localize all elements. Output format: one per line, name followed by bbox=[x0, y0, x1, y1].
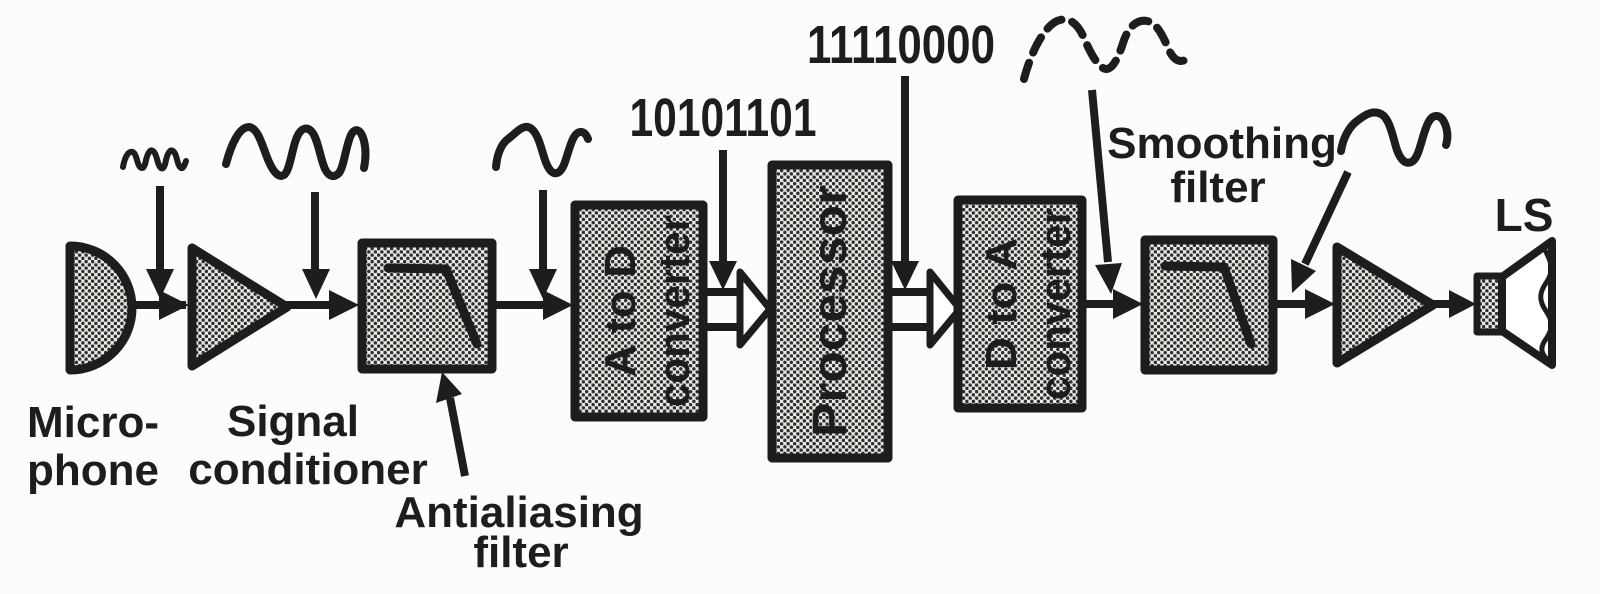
lowpass-curve-icon bbox=[383, 263, 482, 349]
arrowhead-icon bbox=[329, 290, 359, 320]
adc-label-line1: A to D bbox=[596, 245, 645, 377]
adc-box bbox=[570, 200, 708, 422]
noisy-wave-arrow bbox=[146, 186, 174, 299]
processor-box bbox=[767, 160, 893, 463]
signal-conditioner-icon bbox=[187, 243, 292, 371]
arrowhead-icon bbox=[1305, 289, 1335, 319]
smoothing-label-line2: filter bbox=[1170, 163, 1265, 212]
dac-label-line1: D to A bbox=[977, 238, 1026, 370]
antialiasing-label-line1: Antialiasing bbox=[394, 488, 643, 537]
arrowhead-icon bbox=[1113, 289, 1143, 319]
microphone-icon bbox=[65, 241, 137, 375]
filtered-sine-icon bbox=[492, 122, 592, 178]
loudspeaker-label: LS bbox=[1495, 189, 1554, 241]
signal-conditioner-label-line1: Signal bbox=[227, 397, 359, 446]
microphone-label-line1: Micro- bbox=[27, 398, 159, 447]
signal-conditioner-label-line2: conditioner bbox=[188, 445, 428, 494]
antialiasing-label-line2: filter bbox=[473, 528, 568, 577]
adc-output-bits-label: 10101101 bbox=[630, 88, 817, 148]
amplified-wave-icon bbox=[222, 123, 370, 181]
antialiasing-filter-box bbox=[357, 238, 497, 374]
bus-arrowhead-icon bbox=[736, 268, 774, 349]
processor-label: Processor bbox=[804, 185, 857, 437]
smoothing-label-line1: Smoothing bbox=[1107, 119, 1337, 168]
output-amplifier-icon bbox=[1332, 242, 1438, 368]
dac-box bbox=[953, 195, 1087, 413]
staircase-dashed-wave-icon bbox=[1020, 15, 1189, 83]
staircase-wave-arrow bbox=[1088, 89, 1122, 294]
speaker-driver bbox=[1473, 272, 1506, 336]
antialiasing-label-arrow bbox=[436, 372, 469, 477]
smoothed-sine-icon bbox=[1337, 108, 1452, 167]
arrowhead-icon bbox=[159, 290, 189, 320]
digital-bus-arrow-1 bbox=[701, 268, 774, 349]
lowpass-curve-icon bbox=[1160, 261, 1256, 349]
smoothed-sine-arrow bbox=[1291, 170, 1352, 293]
filtered-sine-arrow bbox=[529, 190, 557, 299]
arrowhead-icon bbox=[543, 290, 573, 320]
noisy-wave-icon bbox=[120, 147, 189, 172]
bus-arrowhead-icon bbox=[926, 268, 964, 349]
amplified-wave-arrow bbox=[302, 192, 330, 299]
digital-bus-arrow-2 bbox=[890, 268, 964, 349]
signal-wires bbox=[128, 289, 1476, 320]
speaker-rim bbox=[1538, 249, 1554, 361]
dac-label-line2: converter bbox=[1031, 208, 1080, 400]
processor-bits-arrow bbox=[891, 76, 919, 290]
adc-label-line2: converter bbox=[650, 215, 699, 407]
loudspeaker-icon bbox=[1473, 237, 1556, 369]
adc-bits-arrow bbox=[709, 150, 737, 290]
arrowhead-icon bbox=[1449, 290, 1476, 318]
processor-output-bits-label: 11110000 bbox=[807, 15, 995, 75]
speaker-horn bbox=[1498, 237, 1556, 369]
smoothing-filter-box bbox=[1140, 235, 1278, 375]
microphone-label-line2: phone bbox=[27, 446, 159, 495]
